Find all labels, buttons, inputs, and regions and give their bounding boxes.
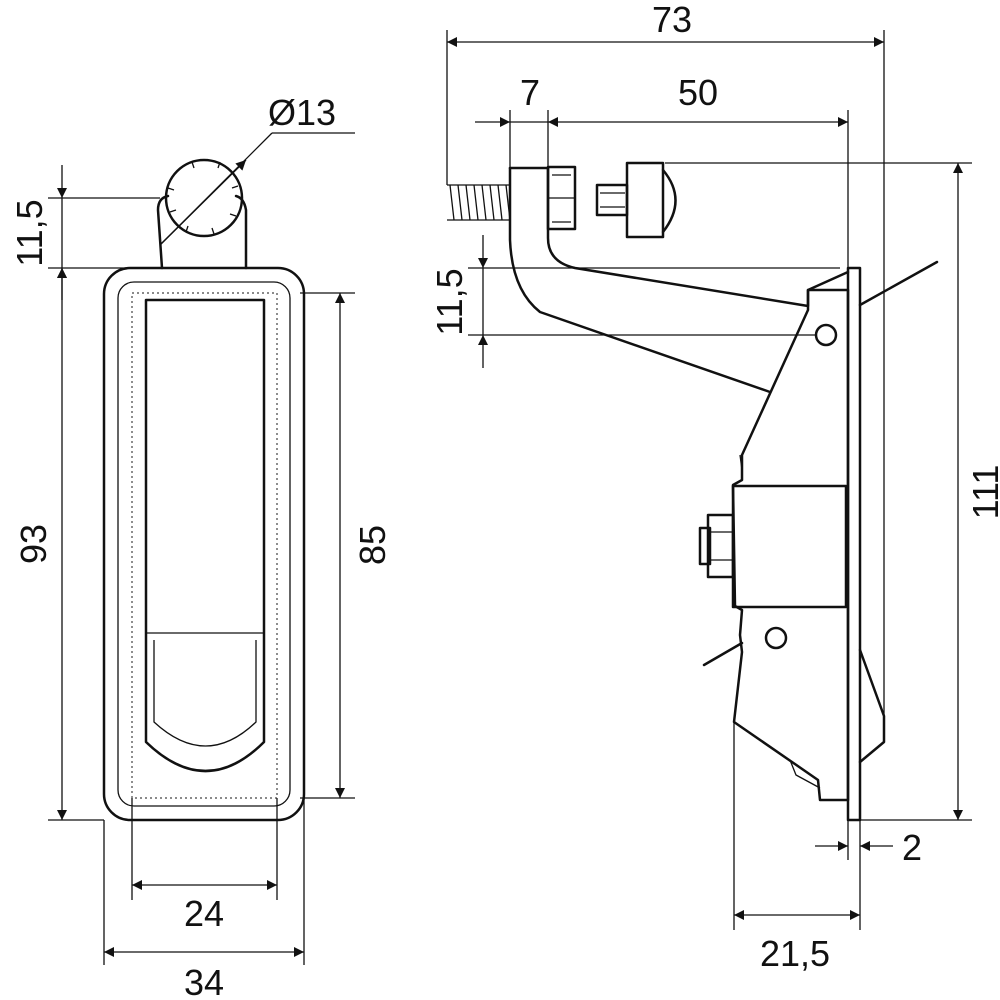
dimension-lines	[48, 30, 972, 965]
side-view	[447, 161, 939, 822]
front-plate	[846, 266, 862, 822]
latch-tongue	[858, 648, 886, 764]
label-arm-length: 50	[678, 72, 718, 113]
label-side-height: 111	[965, 465, 1000, 520]
label-thread-length: 7	[520, 72, 540, 113]
hex-nut	[546, 165, 577, 231]
label-knob-diameter: Ø13	[268, 92, 336, 133]
label-front-width: 34	[184, 962, 224, 1000]
dimension-labels: Ø13 11,5 93 85 24 34 73 7 50 11,5 111 2 …	[9, 0, 1000, 1000]
knob	[164, 158, 244, 238]
label-front-top-offset: 11,5	[9, 199, 50, 266]
threaded-bolt	[447, 184, 511, 221]
label-body-depth: 21,5	[760, 933, 830, 974]
side-bolt	[698, 513, 735, 579]
front-housing	[102, 266, 306, 822]
front-view	[102, 158, 306, 822]
handle-lever	[144, 298, 266, 773]
upper-spring	[858, 260, 939, 307]
lock-body	[731, 288, 850, 802]
label-side-offset: 11,5	[429, 268, 470, 335]
center-block	[731, 484, 848, 609]
upper-hole	[814, 323, 838, 347]
front-housing-inner	[117, 281, 291, 807]
label-front-height: 93	[13, 524, 54, 564]
label-inner-width: 24	[184, 893, 224, 934]
label-plate-thickness: 2	[902, 827, 922, 868]
label-inner-height: 85	[352, 525, 393, 565]
label-side-total-width: 73	[652, 0, 692, 40]
lower-hole	[764, 626, 788, 650]
knob-stem	[156, 194, 248, 270]
lower-spring	[702, 641, 744, 667]
bracket-arm	[508, 166, 850, 308]
cam-knob	[595, 161, 677, 239]
